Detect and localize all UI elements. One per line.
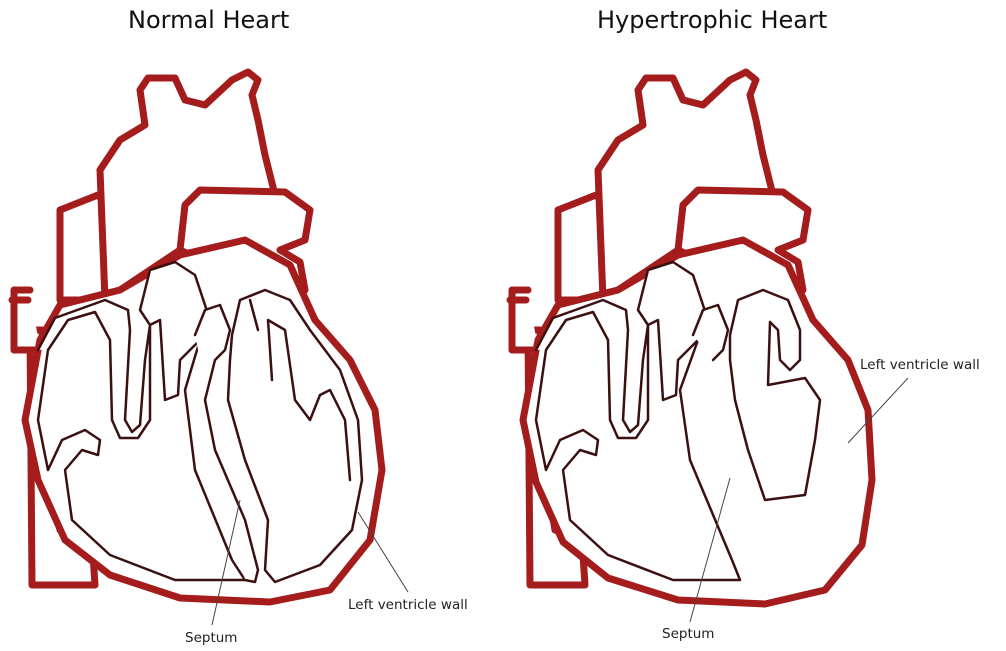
hypertrophic-left-stubs	[510, 290, 538, 350]
hypertrophic-septum-label: Septum	[662, 626, 714, 642]
hypertrophic-left-ventricle-wall-label: Left ventricle wall	[860, 357, 980, 373]
hypertrophic-heart	[510, 72, 908, 622]
normal-septum-label: Septum	[185, 630, 237, 646]
normal-left-stubs	[12, 290, 40, 350]
normal-lvw-leader	[358, 512, 408, 592]
normal-heart	[12, 72, 408, 625]
normal-left-ventricle-wall-label: Left ventricle wall	[348, 597, 468, 613]
